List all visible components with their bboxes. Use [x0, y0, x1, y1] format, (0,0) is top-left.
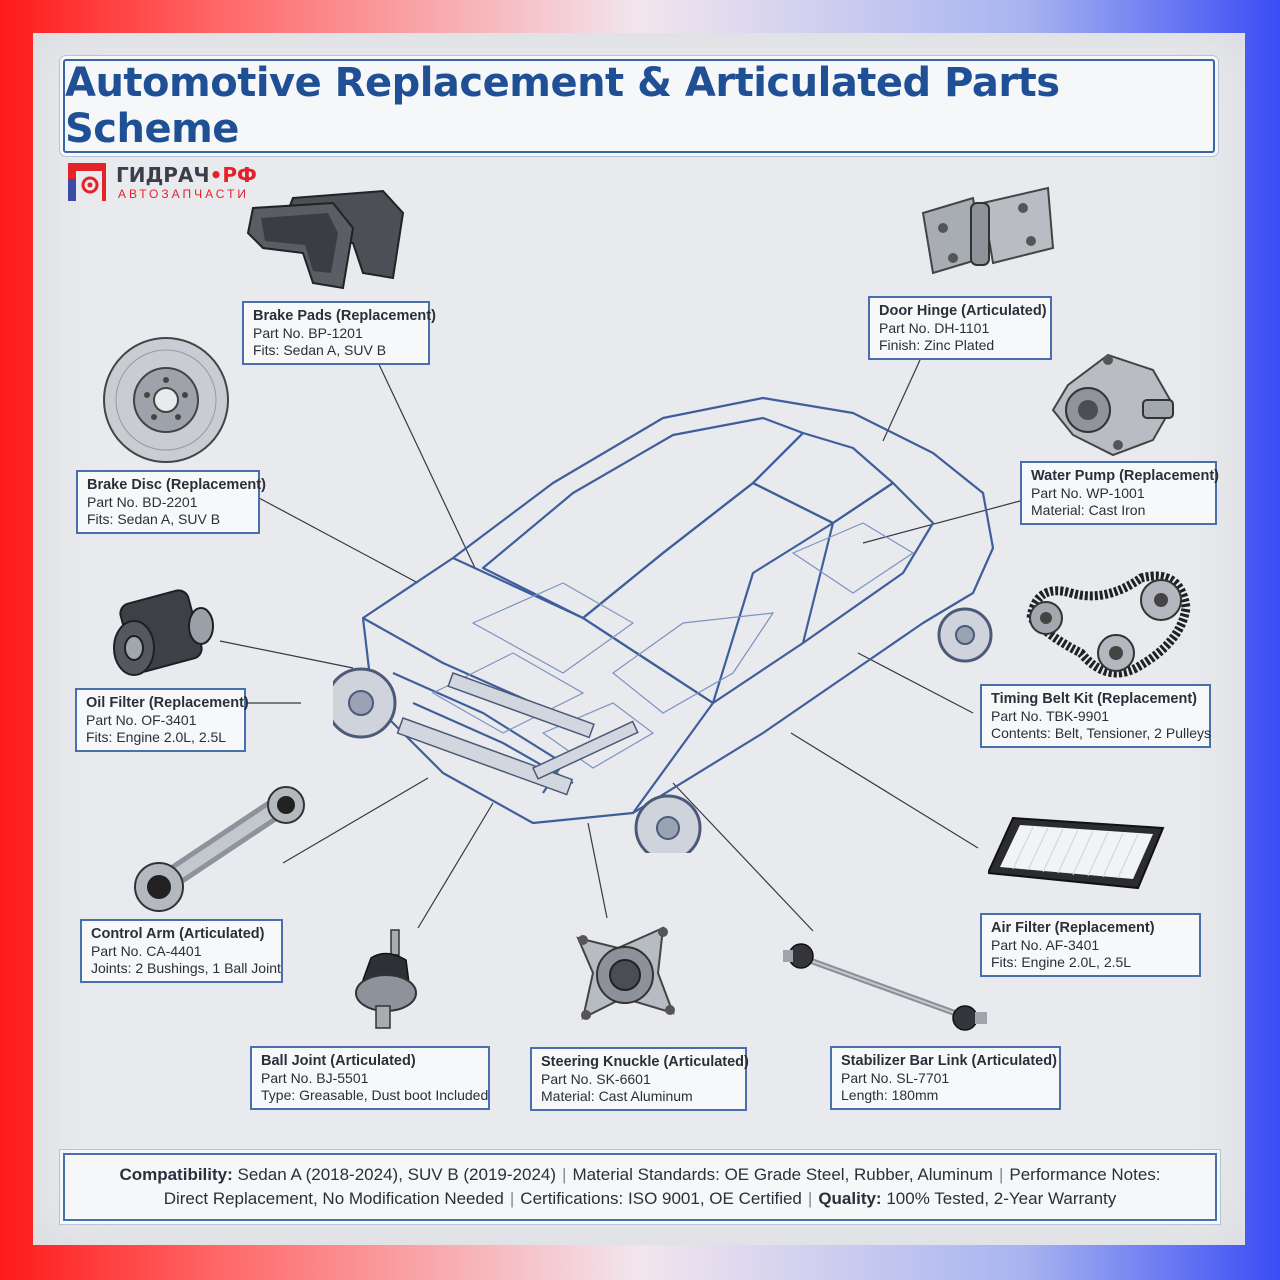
part-number: Part No. CA-4401: [91, 943, 202, 959]
ball-joint-icon: [355, 929, 417, 1029]
part-detail: Fits: Engine 2.0L, 2.5L: [991, 954, 1132, 970]
brake-pads-icon: [246, 189, 405, 290]
title-box: Automotive Replacement & Articulated Par…: [63, 59, 1215, 153]
leader-air-filter: [790, 732, 979, 849]
part-number: Part No. BJ-5501: [261, 1070, 369, 1086]
stabilizer-link-icon: [783, 943, 987, 1031]
car-body-wireframe: [333, 396, 995, 853]
label-water-pump: Water Pump (Replacement) Part No. WP-100…: [1020, 461, 1219, 525]
part-detail: Contents: Belt, Tensioner, 2 Pulleys: [991, 725, 1211, 741]
leader-stabilizer-link: [672, 782, 814, 932]
logo-mark-icon: [68, 163, 106, 201]
part-name: Air Filter (Replacement): [991, 920, 1155, 936]
label-air-filter: Air Filter (Replacement) Part No. AF-340…: [980, 913, 1201, 977]
page-title: Automotive Replacement & Articulated Par…: [65, 60, 1060, 152]
part-name: Control Arm (Articulated): [91, 926, 265, 942]
part-number: Part No. BD-2201: [87, 494, 198, 510]
label-oil-filter: Oil Filter (Replacement) Part No. OF-340…: [75, 688, 249, 752]
part-detail: Fits: Sedan A, SUV B: [253, 342, 387, 358]
part-number: Part No. SL-7701: [841, 1070, 950, 1086]
brand-logo: ГИДРАЧ•РФ АВТОЗАПЧАСТИ: [68, 163, 288, 205]
leader-lines: [219, 357, 1021, 932]
leader-oil-filter-top: [219, 640, 354, 669]
air-filter-icon: [988, 816, 1165, 890]
specs-footer: Compatibility: Sedan A (2018-2024), SUV …: [63, 1153, 1217, 1221]
footer-row-2: Direct Replacement, No Modification Need…: [163, 1189, 1117, 1208]
leader-brake-pads: [375, 357, 476, 569]
leader-control-arm: [282, 777, 429, 864]
door-hinge-icon: [921, 186, 1055, 275]
label-brake-disc: Brake Disc (Replacement) Part No. BD-220…: [76, 470, 266, 534]
label-ball-joint: Ball Joint (Articulated) Part No. BJ-550…: [250, 1046, 490, 1110]
steering-knuckle-icon: [576, 926, 675, 1020]
part-detail: Fits: Sedan A, SUV B: [87, 511, 221, 527]
brake-disc-icon: [103, 337, 229, 463]
leader-water-pump: [862, 500, 1021, 544]
label-steering-knuckle: Steering Knuckle (Articulated) Part No. …: [530, 1047, 749, 1111]
part-name: Oil Filter (Replacement): [86, 695, 249, 711]
logo-subtitle: АВТОЗАПЧАСТИ: [118, 187, 250, 201]
part-detail: Fits: Engine 2.0L, 2.5L: [86, 729, 227, 745]
part-detail: Material: Cast Iron: [1031, 502, 1146, 518]
part-name: Stabilizer Bar Link (Articulated): [841, 1053, 1057, 1069]
leader-door-hinge: [882, 359, 921, 442]
part-number: Part No. WP-1001: [1031, 485, 1145, 501]
part-name: Brake Pads (Replacement): [253, 308, 436, 324]
part-detail: Length: 180mm: [841, 1087, 939, 1103]
front-right-wheel-icon: [634, 794, 702, 853]
leader-ball-joint: [417, 802, 494, 929]
part-name: Timing Belt Kit (Replacement): [991, 691, 1197, 707]
label-brake-pads: Brake Pads (Replacement) Part No. BP-120…: [242, 301, 436, 365]
label-door-hinge: Door Hinge (Articulated) Part No. DH-110…: [868, 296, 1052, 360]
part-number: Part No. TBK-9901: [991, 708, 1110, 724]
part-name: Steering Knuckle (Articulated): [541, 1054, 749, 1070]
oil-filter-icon: [113, 589, 214, 676]
part-name: Brake Disc (Replacement): [87, 477, 266, 493]
leader-brake-disc: [258, 497, 419, 584]
rear-wheel-icon: [937, 607, 993, 663]
part-name: Water Pump (Replacement): [1031, 468, 1219, 484]
water-pump-icon: [1051, 353, 1175, 457]
label-control-arm: Control Arm (Articulated) Part No. CA-44…: [80, 919, 283, 983]
leader-steering-knuckle: [587, 822, 608, 919]
part-name: Ball Joint (Articulated): [261, 1053, 416, 1069]
footer-row-1: Compatibility: Sedan A (2018-2024), SUV …: [119, 1165, 1161, 1184]
part-detail: Joints: 2 Bushings, 1 Ball Joint: [91, 960, 281, 976]
timing-belt-icon: [1026, 571, 1191, 678]
part-number: Part No. AF-3401: [991, 937, 1100, 953]
diagram-panel: Automotive Replacement & Articulated Par…: [33, 33, 1245, 1245]
part-detail: Finish: Zinc Plated: [879, 337, 995, 353]
control-arm-icon: [134, 786, 305, 912]
label-stabilizer-link: Stabilizer Bar Link (Articulated) Part N…: [830, 1046, 1061, 1110]
part-number: Part No. DH-1101: [879, 320, 990, 336]
leader-timing-belt: [857, 652, 974, 714]
logo-brand: ГИДРАЧ•РФ: [116, 163, 257, 187]
part-detail: Type: Greasable, Dust boot Included: [261, 1087, 489, 1103]
part-number: Part No. OF-3401: [86, 712, 197, 728]
part-detail: Material: Cast Aluminum: [541, 1088, 693, 1104]
front-left-wheel-icon: [333, 667, 397, 739]
part-name: Door Hinge (Articulated): [879, 303, 1047, 319]
label-timing-belt: Timing Belt Kit (Replacement) Part No. T…: [980, 684, 1211, 748]
part-number: Part No. BP-1201: [253, 325, 363, 341]
part-number: Part No. SK-6601: [541, 1071, 651, 1087]
